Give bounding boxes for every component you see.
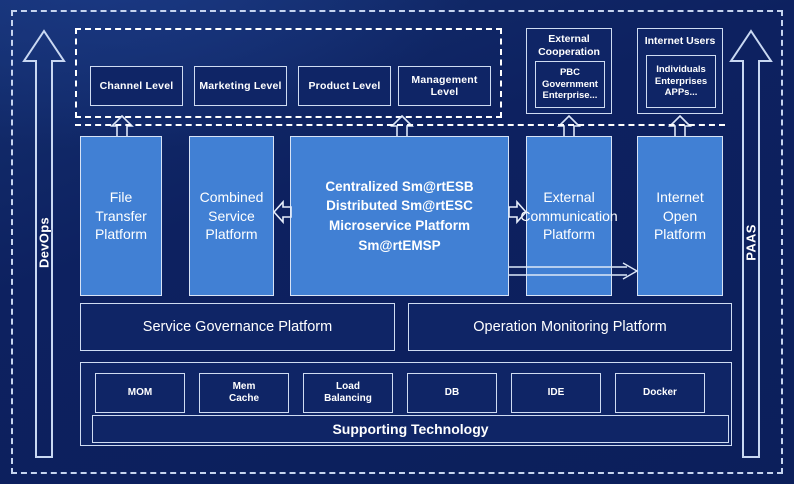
internet-users-group[interactable]: Internet Users Individuals Enterprises A… [637,28,723,114]
platform-combined-service[interactable]: Combined Service Platform [189,136,274,296]
arrow-left-to-combined-service [272,199,292,230]
tech-line: Load [336,380,360,392]
level-label: Marketing Level [199,80,282,92]
platform-line: Distributed Sm@rtESC [326,198,473,214]
level-label: Channel Level [99,80,174,92]
arrow-central-to-internet-open [509,262,639,287]
platform-line: Platform [653,226,707,243]
tech-box-load-balancing[interactable]: Load Balancing [303,373,393,413]
supporting-technology-banner: Supporting Technology [92,415,729,443]
tech-box-mom[interactable]: MOM [95,373,185,413]
external-cooperation-group[interactable]: External Cooperation PBC Government Ente… [526,28,612,114]
consumer-levels-container [75,28,502,118]
platform-line: Communication [520,207,618,224]
platform-line: File [109,189,133,206]
arrow-right-to-external-comm [508,199,528,230]
tech-line: DB [444,386,460,398]
tech-line: Mem [232,380,256,392]
level-box-product[interactable]: Product Level [298,66,391,106]
platform-line: Platform [542,226,596,243]
platform-line: Centralized Sm@rtESB [325,178,474,194]
paas-arrow-icon [729,28,773,460]
platform-line: Transfer [95,207,147,224]
tech-line: Docker [643,386,677,398]
platform-line: Internet [656,189,704,206]
level-label: Management Level [411,74,478,98]
external-cooperation-title: External Cooperation [538,33,600,58]
internet-users-title: Internet Users [644,35,716,47]
platform-line: Combined [199,189,264,206]
tech-line: IDE [547,386,565,398]
tech-line: Balancing [324,393,372,404]
operation-monitoring-platform[interactable]: Operation Monitoring Platform [408,303,732,351]
layer-separator-dashed [75,124,725,126]
tech-box-ide[interactable]: IDE [511,373,601,413]
tech-box-docker[interactable]: Docker [615,373,705,413]
tech-box-db[interactable]: DB [407,373,497,413]
tech-line: Cache [228,393,259,404]
service-governance-platform[interactable]: Service Governance Platform [80,303,395,351]
paas-arrow-label: PAAS [743,224,759,261]
level-box-channel[interactable]: Channel Level [90,66,183,106]
platform-internet-open[interactable]: Internet Open Platform [637,136,723,296]
devops-arrow-label: DevOps [36,217,52,268]
platform-line: Microservice Platform Sm@rtEMSP [328,218,471,253]
governance-label: Operation Monitoring Platform [473,319,667,335]
level-label: Product Level [308,80,381,92]
internet-users-inner: Individuals Enterprises APPs... [646,55,716,108]
platform-external-communication[interactable]: External Communication Platform [520,136,618,296]
platform-line: Service [208,207,255,224]
platform-line: Platform [94,226,148,243]
devops-arrow-icon [22,28,66,460]
governance-label: Service Governance Platform [142,319,333,335]
platform-central-esb[interactable]: Centralized Sm@rtESB Distributed Sm@rtES… [290,136,509,296]
external-cooperation-inner: PBC Government Enterprise... [535,61,605,108]
platform-line: Platform [205,226,258,243]
tech-line: MOM [127,386,153,398]
outer-dashed-boundary [11,10,783,474]
supporting-technology-label: Supporting Technology [332,421,489,437]
platform-line: Open [662,207,698,224]
level-box-marketing[interactable]: Marketing Level [194,66,287,106]
level-box-management[interactable]: Management Level [398,66,491,106]
platform-line: External [543,189,595,206]
platform-file-transfer[interactable]: File Transfer Platform [80,136,162,296]
tech-box-mem-cache[interactable]: Mem Cache [199,373,289,413]
